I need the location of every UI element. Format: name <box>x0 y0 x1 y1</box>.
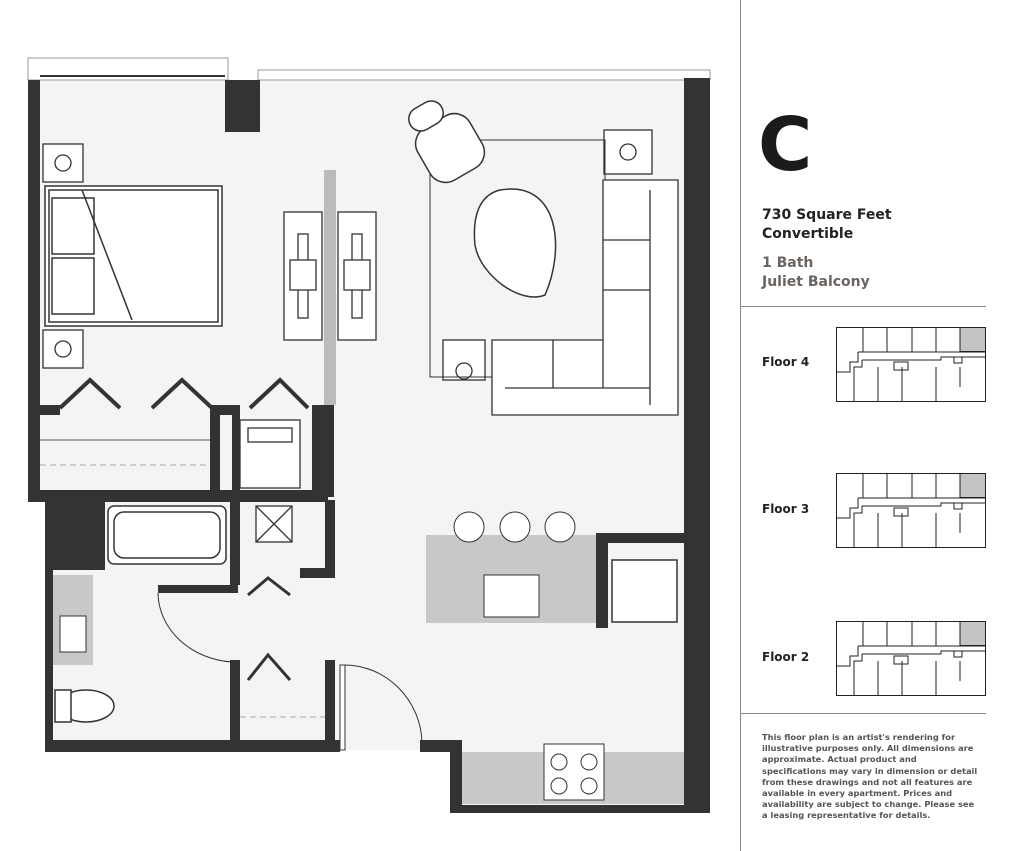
keyplate-floor-2 <box>836 621 987 696</box>
lounge-chair <box>408 100 486 184</box>
coffee-table <box>473 188 557 298</box>
balcony-type: Juliet Balcony <box>762 274 870 290</box>
tv-consoles <box>283 211 377 341</box>
floor-plan-drawing <box>27 57 711 813</box>
square-feet: 730 Square Feet <box>762 207 892 223</box>
range <box>543 743 605 801</box>
partition-wall <box>324 170 336 405</box>
sofa <box>491 179 679 416</box>
toilet-tank <box>54 689 72 723</box>
keyplate-floor-3 <box>836 473 987 548</box>
unit-letter: C <box>758 102 813 188</box>
floor-label: Floor 2 <box>762 650 810 664</box>
floor-label: Floor 4 <box>762 355 810 369</box>
bath-count: 1 Bath <box>762 255 814 271</box>
sink <box>483 574 540 618</box>
refrigerator <box>611 559 678 623</box>
unit-type: Convertible <box>762 226 854 242</box>
bathroom-door-swing <box>157 592 233 663</box>
vanity <box>53 575 93 665</box>
divider <box>740 713 986 714</box>
walls <box>28 78 710 813</box>
windows <box>27 57 711 81</box>
keyplate-floor-4 <box>836 327 987 402</box>
washer-dryer <box>239 419 301 543</box>
bar-stools <box>453 511 576 543</box>
bed <box>44 185 223 327</box>
entry-door <box>339 664 346 751</box>
vertical-divider <box>740 0 741 851</box>
disclaimer-text: This floor plan is an artist's rendering… <box>762 732 978 821</box>
closet-doors <box>58 377 310 681</box>
divider <box>740 306 986 307</box>
floor-label: Floor 3 <box>762 502 810 516</box>
bathtub <box>107 505 227 565</box>
entry-door-swing <box>344 664 423 743</box>
nightstands <box>42 129 653 381</box>
